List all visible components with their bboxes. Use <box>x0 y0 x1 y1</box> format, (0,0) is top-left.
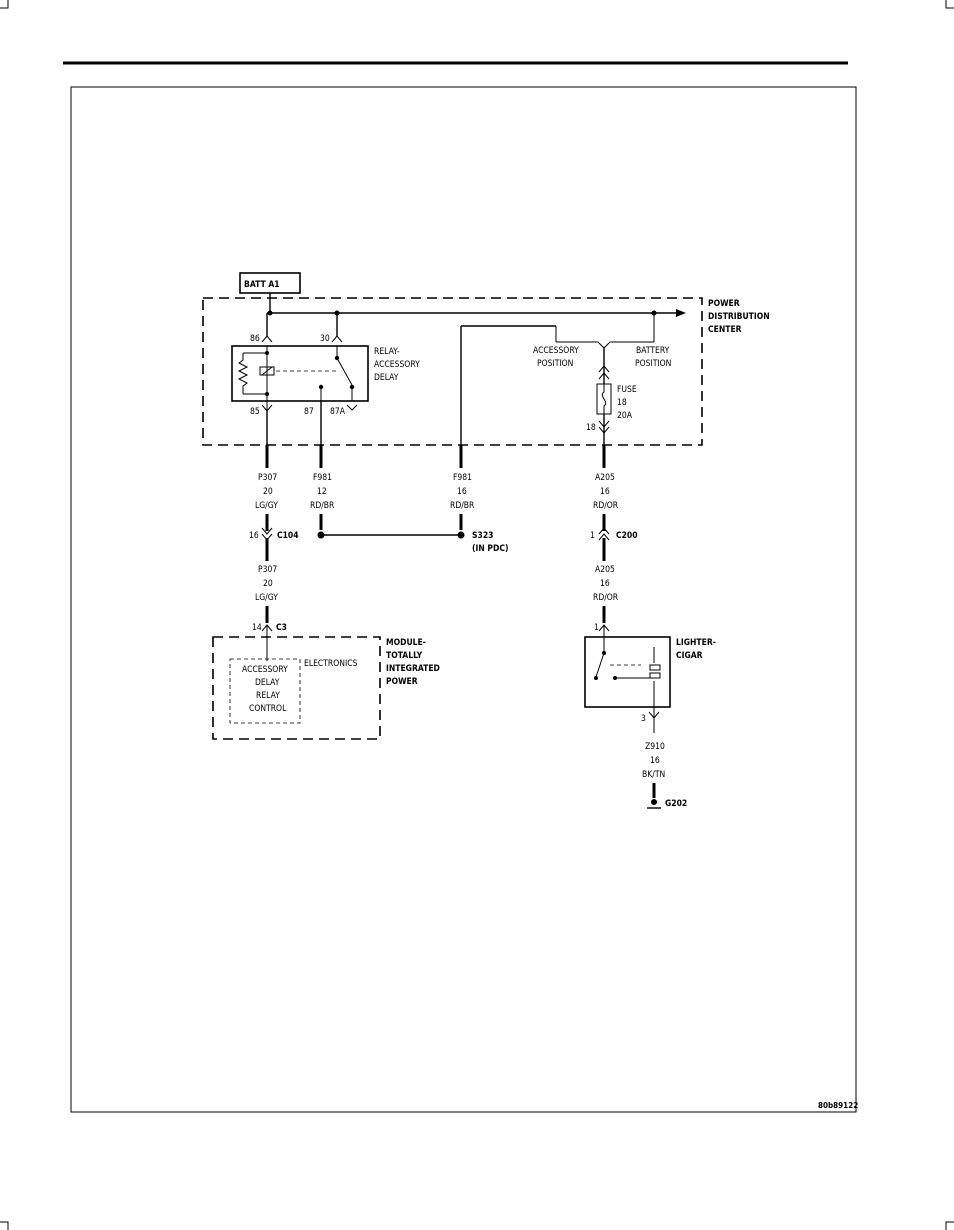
wire-circuit: F981 <box>313 473 332 483</box>
cigar-lighter: 1 LIGHTER- CIGAR 3 <box>584 606 716 733</box>
module-control-line4: CONTROL <box>249 704 287 714</box>
relay-name-line2: ACCESSORY <box>374 360 420 370</box>
lighter-name-line2: CIGAR <box>676 651 703 661</box>
ground-name: G202 <box>665 799 687 809</box>
pdc-outline <box>202 297 703 446</box>
wire-color: LG/GY <box>255 593 278 603</box>
battery-source: BATT A1 <box>239 272 301 294</box>
pdc-label-line3: CENTER <box>708 325 742 335</box>
wire-label-p307-top: P307 20 LG/GY <box>255 473 278 511</box>
c104-name: C104 <box>277 531 299 541</box>
fuse-label: FUSE <box>617 385 637 395</box>
lighter-pin-out: 3 <box>641 714 646 724</box>
relay-pin-86: 86 <box>250 334 260 344</box>
wire-circuit: Z910 <box>645 742 665 752</box>
wire-label-f981-12: F981 12 RD/BR <box>310 473 335 511</box>
wire-circuit: P307 <box>258 473 277 483</box>
fuse-number: 18 <box>617 398 627 408</box>
wire-circuit: A205 <box>595 565 615 575</box>
battery-position-line1: BATTERY <box>636 346 670 356</box>
connector-c104: 16 C104 <box>249 514 299 561</box>
pdc-label-line2: DISTRIBUTION <box>708 312 770 322</box>
figure-frame <box>70 86 857 1113</box>
wire-label-a205-bottom: A205 16 RD/OR <box>593 565 619 603</box>
wire-label-p307-bottom: P307 20 LG/GY <box>255 565 278 603</box>
ignition-switch-positions: ACCESSORY POSITION BATTERY POSITION <box>460 313 671 445</box>
c3-name: C3 <box>276 623 287 633</box>
wire-color: RD/BR <box>450 501 475 511</box>
relay-pin-85: 85 <box>250 407 260 417</box>
module-name-line3: INTEGRATED <box>386 664 440 674</box>
wire-circuit: A205 <box>595 473 615 483</box>
wire-gauge: 16 <box>600 487 610 497</box>
wire-label-f981-16: F981 16 RD/BR <box>450 473 475 511</box>
wire-color: RD/OR <box>593 501 619 511</box>
c200-name: C200 <box>616 531 638 541</box>
wire-gauge: 16 <box>600 579 610 589</box>
battery-position-line2: POSITION <box>635 359 671 369</box>
relay-accessory-delay: 86 30 RELAY- ACCESSORY DELAY 85 87 87A <box>231 334 420 417</box>
lighter-name-line1: LIGHTER- <box>676 638 716 648</box>
wire-circuit: P307 <box>258 565 277 575</box>
wire-color: LG/GY <box>255 501 278 511</box>
battery-bus <box>266 293 686 337</box>
fuse-rating: 20A <box>617 411 633 421</box>
fuse-18: FUSE 18 20A 18 <box>586 348 637 445</box>
wire-circuit: F981 <box>453 473 472 483</box>
module-name-line1: MODULE- <box>386 638 426 648</box>
module-control-line2: DELAY <box>255 678 280 688</box>
battery-label: BATT A1 <box>244 280 280 290</box>
wire-color: RD/BR <box>310 501 335 511</box>
wire-gauge: 20 <box>263 487 273 497</box>
connector-c200: 1 C200 <box>590 514 638 561</box>
module-tipm: ELECTRONICS ACCESSORY DELAY RELAY CONTRO… <box>212 636 440 740</box>
module-name-line4: POWER <box>386 677 418 687</box>
accessory-position-line2: POSITION <box>537 359 573 369</box>
module-control-line3: RELAY <box>256 691 280 701</box>
wire-label-a205-top: A205 16 RD/OR <box>593 473 619 511</box>
connector-c3: 14 C3 <box>252 606 287 661</box>
relay-name-line1: RELAY- <box>374 347 400 357</box>
relay-pin-30: 30 <box>320 334 330 344</box>
splice-note: (IN PDC) <box>472 544 508 554</box>
ground-g202: G202 <box>647 783 687 809</box>
wire-gauge: 20 <box>263 579 273 589</box>
relay-pin-87a: 87A <box>330 407 346 417</box>
splice-s323: S323 (IN PDC) <box>317 514 508 554</box>
wire-gauge: 12 <box>317 487 327 497</box>
fuse-pin: 18 <box>586 423 596 433</box>
c200-pin: 1 <box>590 531 595 541</box>
wire-gauge: 16 <box>457 487 467 497</box>
c3-pin: 14 <box>252 623 262 633</box>
module-name-line2: TOTALLY <box>386 651 423 661</box>
splice-name: S323 <box>472 531 493 541</box>
wire-label-z910: Z910 16 BK/TN <box>642 742 665 780</box>
accessory-position-line1: ACCESSORY <box>533 346 579 356</box>
pdc-label-line1: POWER <box>708 299 740 309</box>
module-control-line1: ACCESSORY <box>242 665 288 675</box>
pdc-label: POWER DISTRIBUTION CENTER <box>708 299 770 335</box>
wire-gauge: 16 <box>650 756 660 766</box>
wire-color: RD/OR <box>593 593 619 603</box>
c104-pin: 16 <box>249 531 259 541</box>
pdc-output-wires <box>265 401 606 468</box>
wire-color: BK/TN <box>642 770 665 780</box>
lighter-pin-in: 1 <box>594 623 599 633</box>
relay-pin-87: 87 <box>304 407 314 417</box>
figure-id: 80b89122 <box>818 1101 858 1110</box>
module-electronics: ELECTRONICS <box>304 659 358 669</box>
relay-name-line3: DELAY <box>374 373 399 383</box>
